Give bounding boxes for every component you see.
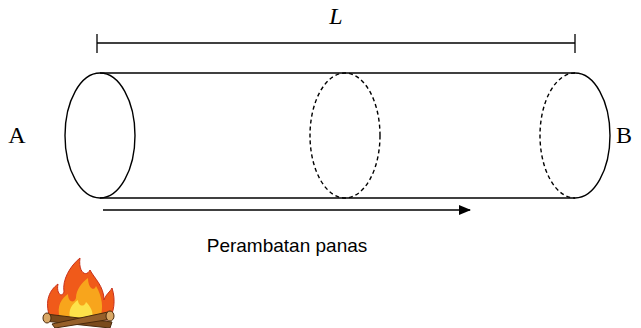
dimension-line bbox=[97, 34, 575, 53]
end-label: A bbox=[8, 122, 25, 148]
cylinder-rod bbox=[65, 73, 610, 198]
dimension-label: L bbox=[329, 3, 342, 29]
fire-icon bbox=[43, 258, 114, 328]
arrow-caption: Perambatan panas bbox=[207, 236, 368, 257]
end-label: B bbox=[616, 122, 632, 148]
heat-arrow bbox=[103, 209, 470, 210]
